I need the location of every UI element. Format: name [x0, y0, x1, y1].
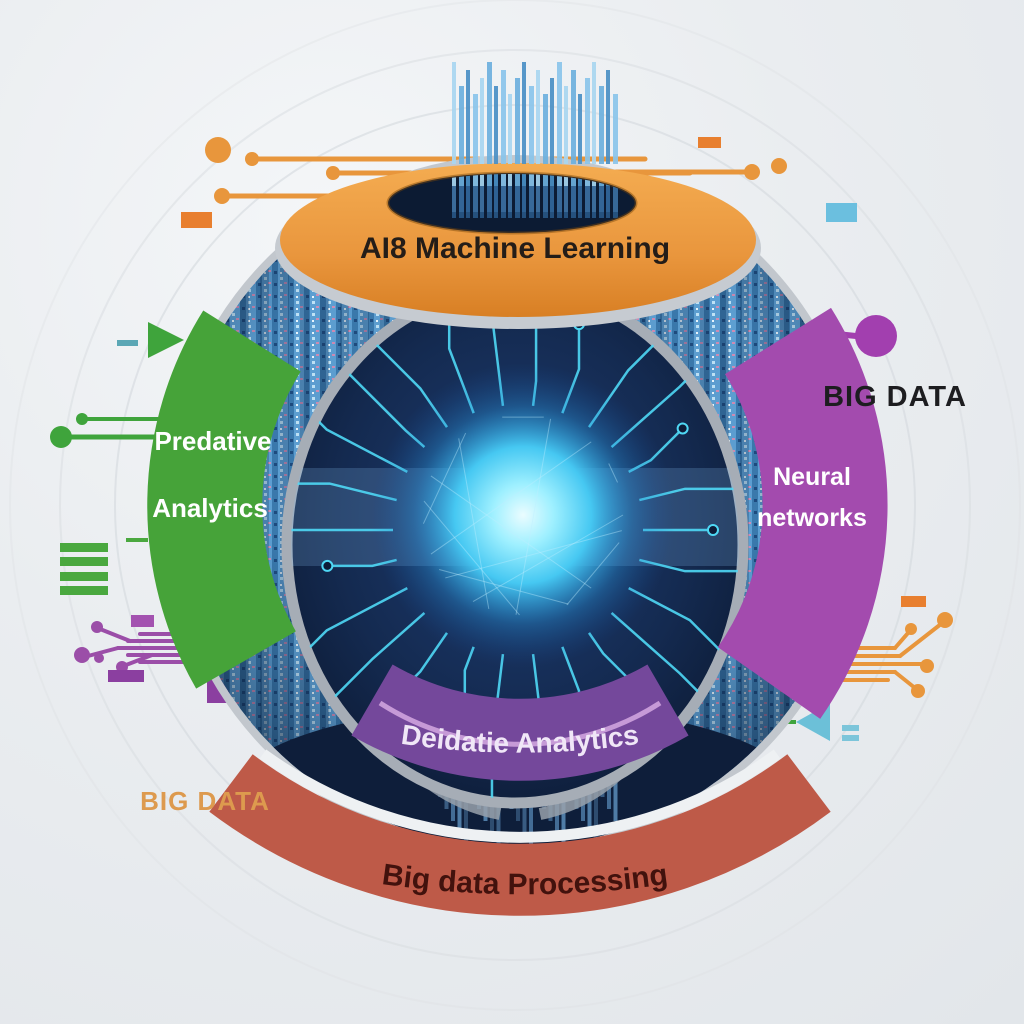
- neural-networks-band: Neural networks: [717, 307, 888, 719]
- predictive-analytics-label-line1: Predative: [154, 426, 271, 456]
- predictive-analytics-band: Predative Analytics: [147, 310, 302, 689]
- circuit-decoration-top-right-icon: [577, 137, 857, 222]
- glowing-core: [371, 363, 675, 667]
- circuit-decoration-left-icon: [50, 322, 188, 448]
- machine-learning-label: AI8 Machine Learning: [360, 232, 670, 265]
- triangle-icon: [148, 322, 184, 358]
- core-network-mesh: [422, 416, 624, 616]
- big-data-processing-band: Big data Processing: [209, 749, 831, 916]
- big-data-annotation-right: BIG DATA: [823, 381, 967, 413]
- data-bars-icon: [60, 538, 148, 595]
- blue-chip-icon: [826, 203, 857, 222]
- machine-learning-ring: AI8 Machine Learning: [275, 62, 761, 329]
- big-data-annotation-left: BIG DATA: [140, 786, 270, 816]
- neural-networks-label-line2: networks: [757, 504, 867, 532]
- descriptive-analytics-band: Deidatie Analytics: [351, 664, 689, 781]
- neural-networks-label-line1: Neural: [773, 463, 851, 491]
- data-stream-top: [452, 62, 618, 218]
- predictive-analytics-label-line2: Analytics: [152, 493, 268, 523]
